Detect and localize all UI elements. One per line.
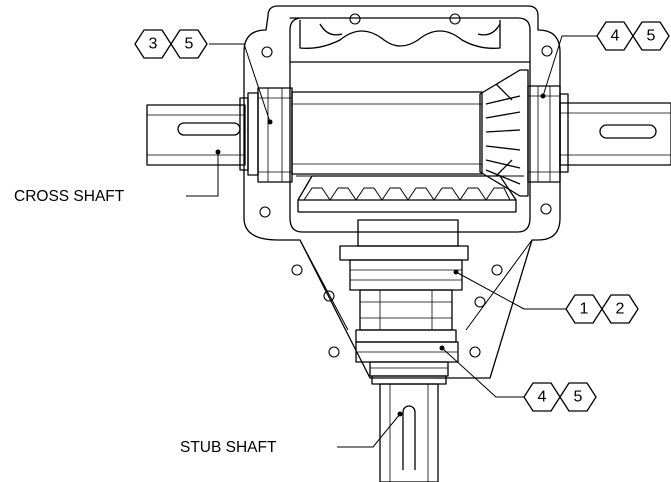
leader-dots — [215, 93, 546, 417]
callout-right-bearing: 4 5 — [596, 21, 670, 51]
bolt-hole — [541, 45, 553, 57]
bolt-hole — [349, 13, 361, 25]
bolt-holes — [259, 13, 553, 358]
bolt-hole — [323, 290, 335, 302]
bolt-hole — [259, 206, 271, 218]
callout-number: 2 — [616, 301, 625, 318]
bolt-hole — [474, 296, 486, 308]
callout-number: 3 — [149, 36, 158, 53]
right-bearing — [527, 85, 569, 183]
cross-bevel-gear — [479, 69, 529, 197]
bolt-hole — [540, 203, 552, 215]
callout-number: 5 — [574, 389, 583, 406]
callout-stub-bearing: 4 5 — [523, 382, 597, 412]
bolt-hole — [328, 346, 340, 358]
callout-number: 1 — [580, 301, 589, 318]
cross-shaft — [146, 91, 671, 175]
stub-shaft — [379, 383, 439, 482]
bolt-hole — [449, 13, 461, 25]
callout-number: 4 — [538, 389, 547, 406]
stub-bearing — [355, 329, 459, 385]
left-bearing — [239, 87, 293, 183]
callout-number: 5 — [185, 36, 194, 53]
bolt-hole — [291, 264, 303, 276]
callout-number: 4 — [611, 28, 620, 45]
cross-shaft-label: CROSS SHAFT — [14, 188, 125, 205]
stub-shaft-label: STUB SHAFT — [180, 439, 277, 456]
callout-number: 5 — [647, 28, 656, 45]
callout-pinion-bearing: 1 2 — [565, 294, 639, 324]
ring-gear — [297, 175, 517, 213]
callout-left-bearing: 3 5 — [134, 29, 208, 59]
bolt-hole — [261, 46, 273, 58]
leader-lines — [186, 35, 597, 448]
bolt-hole — [491, 264, 503, 276]
bolt-hole — [469, 346, 481, 358]
pinion-assembly — [339, 219, 469, 331]
